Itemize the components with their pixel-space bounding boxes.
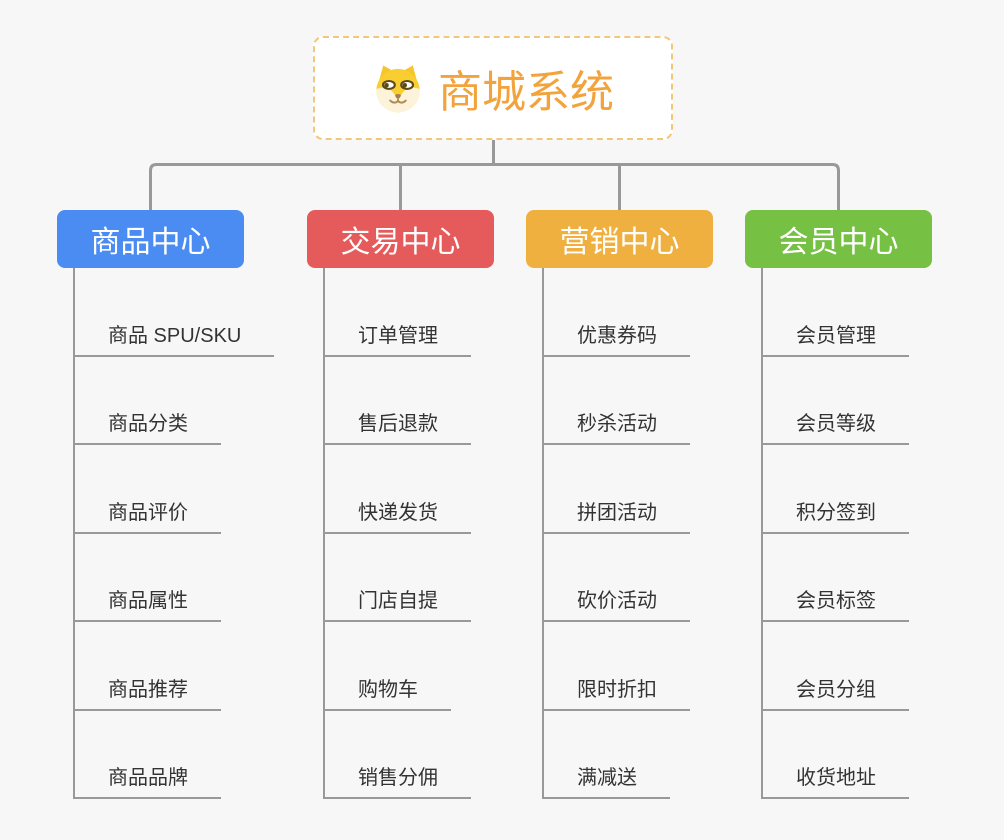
node-full-reduction-gift[interactable]: 满减送 (544, 761, 670, 799)
branch-marketing-center: 营销中心 优惠券码 秒杀活动 拼团活动 砍价活动 限时折扣 满减送 (526, 210, 776, 799)
node-product-brand[interactable]: 商品品牌 (75, 761, 221, 799)
node-product-spu-sku[interactable]: 商品 SPU/SKU (75, 319, 275, 357)
node-coupon-code[interactable]: 优惠券码 (544, 319, 690, 357)
item-row: 积分签到 (763, 445, 995, 534)
item-row: 商品属性 (75, 534, 307, 622)
item-row: 会员分组 (763, 622, 995, 711)
shiba-dog-icon (376, 65, 420, 113)
node-product-recommend[interactable]: 商品推荐 (75, 673, 221, 711)
node-express-delivery[interactable]: 快递发货 (325, 496, 471, 534)
item-row: 门店自提 (325, 534, 557, 622)
item-row: 会员等级 (763, 357, 995, 445)
root-title: 商城系统 (438, 68, 614, 117)
node-member-group[interactable]: 会员分组 (763, 673, 909, 711)
branch-header-trade-center[interactable]: 交易中心 (307, 210, 494, 268)
node-product-review[interactable]: 商品评价 (75, 496, 221, 534)
item-row: 会员标签 (763, 534, 995, 622)
item-row: 商品评价 (75, 445, 307, 534)
node-product-attribute[interactable]: 商品属性 (75, 584, 221, 622)
node-member-tag[interactable]: 会员标签 (763, 584, 909, 622)
node-member-level[interactable]: 会员等级 (763, 407, 909, 445)
item-row: 优惠券码 (544, 268, 776, 357)
item-row: 会员管理 (763, 268, 995, 357)
node-aftersale-refund[interactable]: 售后退款 (325, 407, 471, 445)
item-row: 售后退款 (325, 357, 557, 445)
item-row: 商品 SPU/SKU (75, 268, 307, 357)
branch-header-member-center[interactable]: 会员中心 (745, 210, 932, 268)
item-row: 商品推荐 (75, 622, 307, 711)
branch-items-trade-center: 订单管理 售后退款 快递发货 门店自提 购物车 销售分佣 (323, 268, 557, 799)
item-row: 销售分佣 (325, 711, 557, 799)
branch-items-member-center: 会员管理 会员等级 积分签到 会员标签 会员分组 收货地址 (761, 268, 995, 799)
node-flash-sale[interactable]: 秒杀活动 (544, 407, 690, 445)
item-row: 限时折扣 (544, 622, 776, 711)
item-row: 收货地址 (763, 711, 995, 799)
branch-header-marketing-center[interactable]: 营销中心 (526, 210, 713, 268)
root-node[interactable]: 商城系统 (313, 36, 673, 140)
item-row: 商品分类 (75, 357, 307, 445)
node-time-limited-discount[interactable]: 限时折扣 (544, 673, 690, 711)
item-row: 砍价活动 (544, 534, 776, 622)
node-store-pickup[interactable]: 门店自提 (325, 584, 471, 622)
node-bargain-activity[interactable]: 砍价活动 (544, 584, 690, 622)
branch-items-marketing-center: 优惠券码 秒杀活动 拼团活动 砍价活动 限时折扣 满减送 (542, 268, 776, 799)
branch-trade-center: 交易中心 订单管理 售后退款 快递发货 门店自提 购物车 销售分佣 (307, 210, 557, 799)
node-shipping-address[interactable]: 收货地址 (763, 761, 909, 799)
node-product-category[interactable]: 商品分类 (75, 407, 221, 445)
node-shopping-cart[interactable]: 购物车 (325, 673, 451, 711)
node-order-management[interactable]: 订单管理 (325, 319, 471, 357)
node-points-checkin[interactable]: 积分签到 (763, 496, 909, 534)
node-member-management[interactable]: 会员管理 (763, 319, 909, 357)
item-row: 商品品牌 (75, 711, 307, 799)
branch-header-product-center[interactable]: 商品中心 (57, 210, 244, 268)
item-row: 满减送 (544, 711, 776, 799)
item-row: 购物车 (325, 622, 557, 711)
item-row: 拼团活动 (544, 445, 776, 534)
item-row: 秒杀活动 (544, 357, 776, 445)
branch-items-product-center: 商品 SPU/SKU 商品分类 商品评价 商品属性 商品推荐 商品品牌 (73, 268, 307, 799)
branch-member-center: 会员中心 会员管理 会员等级 积分签到 会员标签 会员分组 收货地址 (745, 210, 995, 799)
branch-product-center: 商品中心 商品 SPU/SKU 商品分类 商品评价 商品属性 商品推荐 商品品牌 (57, 210, 307, 799)
item-row: 快递发货 (325, 445, 557, 534)
node-sales-commission[interactable]: 销售分佣 (325, 761, 471, 799)
node-group-buy[interactable]: 拼团活动 (544, 496, 690, 534)
item-row: 订单管理 (325, 268, 557, 357)
